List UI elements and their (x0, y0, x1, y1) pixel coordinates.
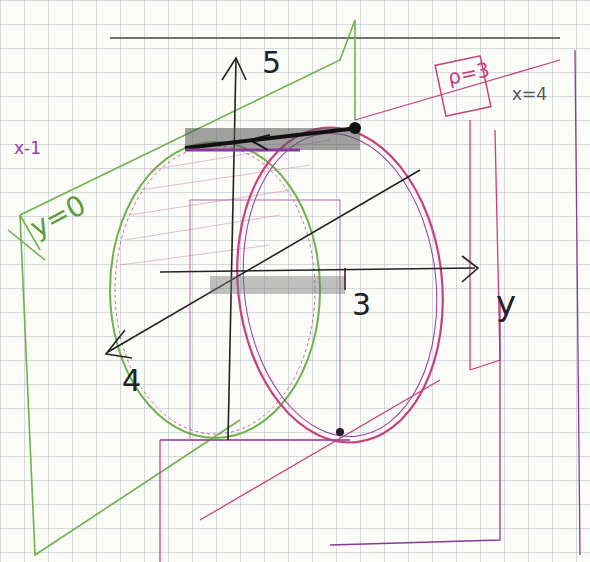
plane-label: x-1 (14, 140, 41, 157)
plane-y0 (8, 20, 355, 555)
axis-value: 5 (262, 48, 281, 78)
axis-value: 4 (122, 366, 141, 396)
radius-shade (210, 276, 345, 294)
rule-line (110, 37, 560, 39)
top-vector (185, 122, 361, 150)
shading (120, 140, 330, 265)
point (336, 428, 344, 436)
plane-x (160, 50, 580, 555)
axes (106, 58, 478, 440)
label-box (435, 56, 491, 116)
tick (344, 268, 346, 290)
axis-name: y (496, 286, 516, 320)
plane-label: x=4 (512, 86, 547, 103)
axis-value: 3 (352, 290, 371, 320)
